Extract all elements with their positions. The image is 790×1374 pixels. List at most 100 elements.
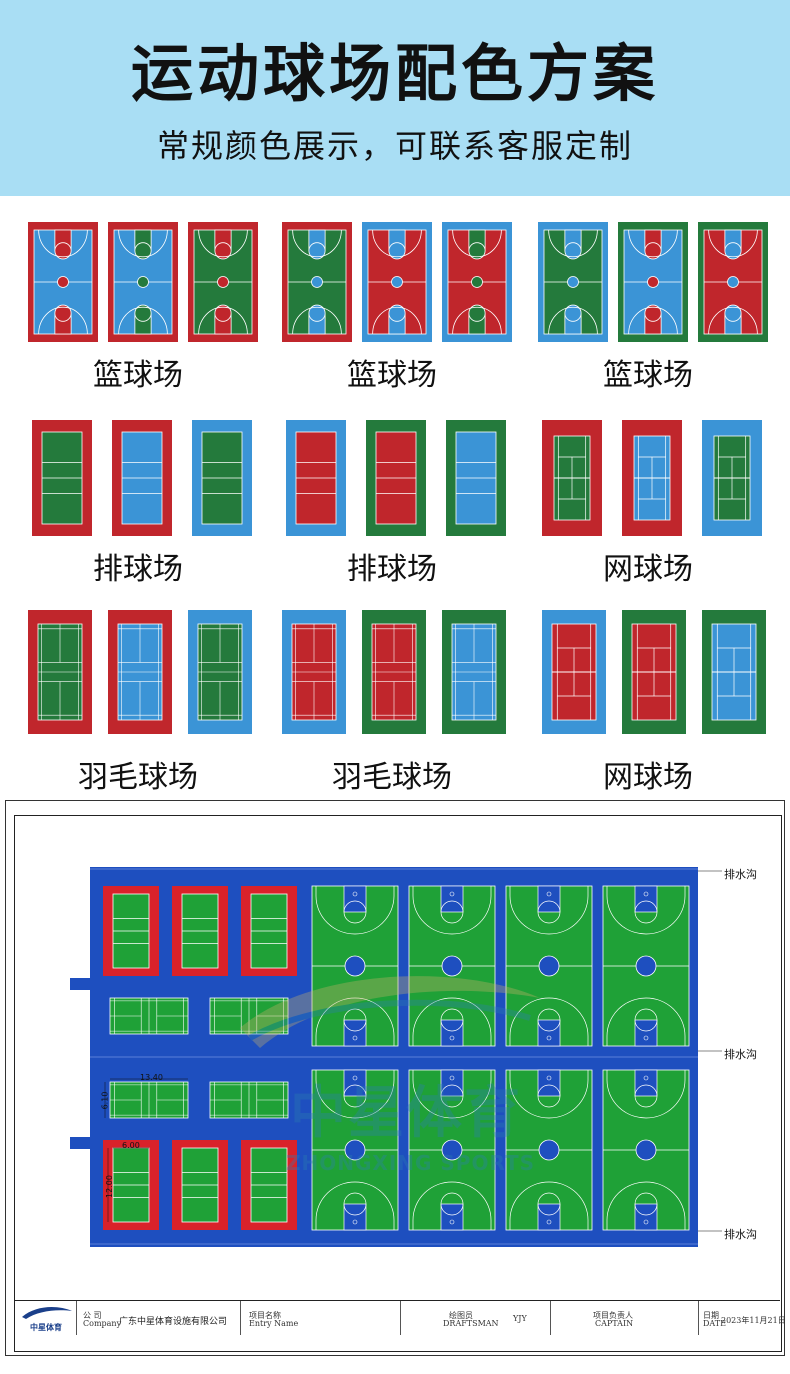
- court-group-basketball: [282, 222, 512, 342]
- badminton-court-swatch: [108, 610, 172, 734]
- plan-basketball-ft-circle: [537, 1192, 561, 1216]
- plan-basketball-three-point: [509, 886, 589, 935]
- tennis-court-swatch: [542, 610, 606, 734]
- basketball-court-swatch: [188, 222, 258, 342]
- plan-basketball-three-point: [412, 1181, 492, 1230]
- basketball-court-swatch: [618, 222, 688, 342]
- court-ft-circle-top: [468, 242, 486, 260]
- drain-label-top: 排水沟: [724, 868, 757, 881]
- basketball-court-swatch: [442, 222, 512, 342]
- plan-basketball-three-point: [509, 1070, 589, 1119]
- plan-basketball-key-bottom: [343, 1019, 367, 1047]
- court-ft-circle-bottom: [468, 304, 486, 322]
- plan-basketball-three-point: [606, 886, 686, 935]
- court-three-point-top: [548, 229, 598, 258]
- badminton-court-swatch: [188, 610, 252, 734]
- plan-basketball-key-top: [440, 1069, 464, 1097]
- basketball-court-swatch: [538, 222, 608, 342]
- dim-volleyball-length: 12.00: [104, 1175, 114, 1198]
- court-group-badminton: [28, 610, 252, 734]
- court-ft-circle-top: [308, 242, 326, 260]
- plan-basketball-hoop: [546, 891, 552, 897]
- dim-badminton-length: 13.40: [140, 1073, 163, 1082]
- court-three-point-top: [708, 229, 758, 258]
- caption-basketball: 篮球场: [93, 358, 183, 393]
- plan-basketball-hoop: [352, 1075, 358, 1081]
- court-group-tennis: [542, 420, 762, 536]
- title-block-project-cell: 项目名称 Entry Name: [240, 1301, 401, 1335]
- page-subtitle: 常规颜色展示，可联系客服定制: [156, 127, 633, 165]
- court-ft-circle-bottom: [644, 304, 662, 322]
- court-center-circle: [647, 276, 659, 288]
- title-block-date-cell: 日期 DATE 2023年11月21日: [698, 1301, 786, 1335]
- plan-basketball-hoop: [449, 1035, 455, 1041]
- plan-basketball-key-bottom: [440, 1203, 464, 1231]
- plan-basketball-hoop: [449, 1219, 455, 1225]
- court-ft-circle-top: [214, 242, 232, 260]
- court-ft-circle-top: [724, 242, 742, 260]
- plan-basketball-hoop: [643, 1035, 649, 1041]
- title-block-company-cell: 公 司 Company 广东中星体育设施有限公司: [76, 1301, 241, 1335]
- plan-basketball-ft-circle: [440, 1192, 464, 1216]
- badminton-court-swatch: [282, 610, 346, 734]
- court-ft-circle-top: [564, 242, 582, 260]
- basketball-court-swatch: [362, 222, 432, 342]
- plan-basketball-hoop: [449, 891, 455, 897]
- draftsman-label-cn: 绘图员: [449, 1311, 473, 1320]
- court-center-circle: [567, 276, 579, 288]
- court-three-point-bottom: [198, 306, 248, 335]
- plan-basketball-key-bottom: [343, 1203, 367, 1231]
- caption-basketball: 篮球场: [347, 358, 437, 393]
- caption-badminton: 羽毛球场: [332, 760, 452, 795]
- plan-basketball-ft-circle: [440, 1084, 464, 1108]
- badminton-court-swatch: [362, 610, 426, 734]
- project-label-en: Entry Name: [249, 1319, 299, 1328]
- plan-basketball-three-point: [606, 1070, 686, 1119]
- plan-basketball-three-point: [315, 1070, 395, 1119]
- court-three-point-top: [452, 229, 502, 258]
- project-label-cn: 项目名称: [249, 1311, 281, 1320]
- plan-basketball-key-top: [343, 885, 367, 913]
- court-three-point-top: [198, 229, 248, 258]
- court-three-point-top: [628, 229, 678, 258]
- caption-tennis: 网球场: [603, 552, 693, 587]
- court-center-circle: [471, 276, 483, 288]
- court-three-point-bottom: [548, 306, 598, 335]
- court-ft-circle-bottom: [564, 304, 582, 322]
- basketball-court-swatch: [282, 222, 352, 342]
- court-ft-circle-bottom: [388, 304, 406, 322]
- court-center-circle: [311, 276, 323, 288]
- plan-basketball-hoop: [352, 1035, 358, 1041]
- plan-basketball-hoop: [546, 1219, 552, 1225]
- volleyball-court-swatch: [112, 420, 172, 536]
- court-ft-circle-bottom: [724, 304, 742, 322]
- plan-basketball-ft-circle: [343, 1008, 367, 1032]
- volleyball-court-swatch: [286, 420, 346, 536]
- date-label-en: DATE: [703, 1319, 726, 1328]
- badminton-court-swatch: [28, 610, 92, 734]
- volleyball-court-swatch: [192, 420, 252, 536]
- watermark-brand-cn: 中星体育: [290, 1081, 522, 1146]
- badminton-court-swatch: [442, 610, 506, 734]
- volleyball-court-swatch: [32, 420, 92, 536]
- company-label-en: Company: [83, 1319, 122, 1328]
- company-logo-icon: [22, 1307, 72, 1319]
- plan-basketball-three-point: [412, 997, 492, 1046]
- plan-basketball-key-bottom: [634, 1203, 658, 1231]
- title-block-logo-text: 中星体育: [30, 1322, 62, 1332]
- court-three-point-bottom: [372, 306, 422, 335]
- plan-basketball-center-circle: [344, 1139, 366, 1161]
- title-block-draftsman-cell: 绘图员 DRAFTSMAN YJY: [400, 1301, 551, 1335]
- plan-basketball-center-circle: [538, 1139, 560, 1161]
- plan-basketball-ft-circle: [634, 1192, 658, 1216]
- court-three-point-bottom: [118, 306, 168, 335]
- plan-basketball-hoop: [352, 891, 358, 897]
- plan-basketball-three-point: [606, 997, 686, 1046]
- plan-basketball-ft-circle: [343, 900, 367, 924]
- title-block-logo-cell: 中星体育: [14, 1301, 76, 1335]
- page-title: 运动球场配色方案: [130, 37, 659, 110]
- plan-basketball-ft-circle: [343, 1084, 367, 1108]
- court-group-volleyball: [286, 420, 506, 536]
- plan-entry-top: [70, 978, 92, 990]
